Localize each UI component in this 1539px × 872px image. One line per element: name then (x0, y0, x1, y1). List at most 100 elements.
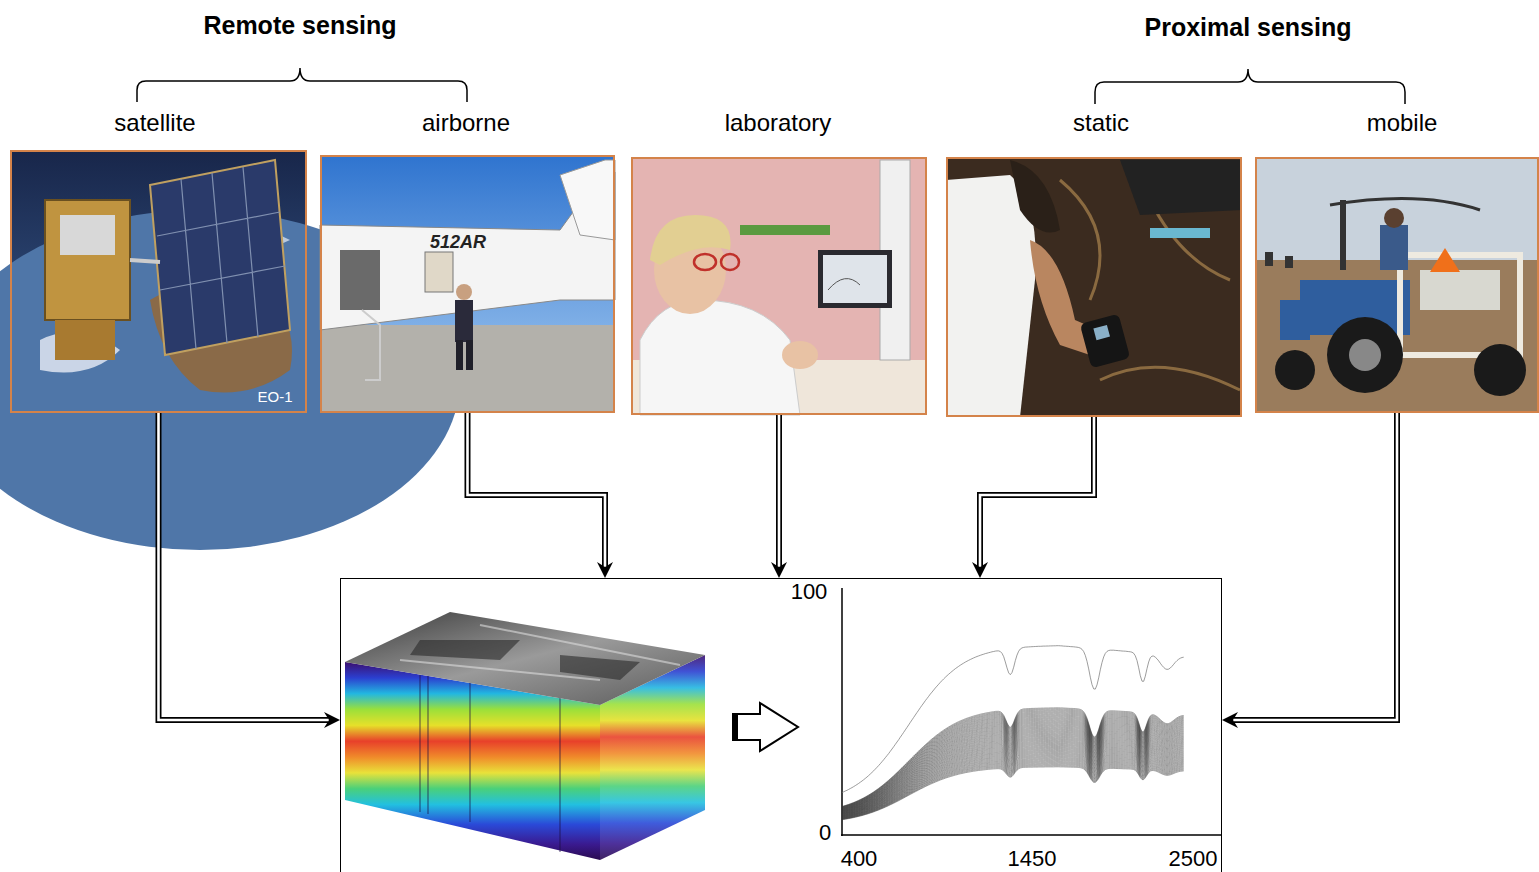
photo-frame (631, 157, 927, 415)
spectra (842, 646, 1184, 820)
airplane-photo-part (320, 155, 615, 413)
connector-outer (468, 413, 606, 566)
spectrum-line (842, 735, 1184, 812)
laboratory-photo-part (631, 157, 927, 415)
tractor-photo-part (1380, 225, 1408, 270)
tractor-photo-part (1400, 255, 1520, 355)
laboratory-photo-part (823, 255, 887, 303)
y-axis (841, 588, 843, 836)
field-sensor-photo-part (1010, 160, 1060, 233)
spectrum-line (842, 721, 1184, 809)
tractor-photo-part (1327, 317, 1403, 393)
airplane-photo-part (560, 160, 615, 240)
bracket (1095, 69, 1405, 104)
tractor-photo-part (1340, 200, 1346, 270)
arrow-head (771, 562, 787, 578)
airplane-photo-part (455, 300, 473, 342)
tractor-photo-part (1420, 270, 1500, 310)
photo-panel: satellite (10, 108, 307, 413)
hypercube-part (400, 625, 680, 680)
tractor-photo-part (1349, 339, 1381, 371)
photo-panel: static (946, 108, 1242, 417)
double-line-connector (972, 417, 1094, 578)
satellite-photo-part (55, 320, 115, 360)
tractor-photo-part (1280, 300, 1310, 340)
satellite-photo-part (45, 200, 130, 320)
connector-inner (159, 413, 329, 720)
airplane-photo-part (362, 310, 380, 380)
photo-panel: airborne (320, 108, 615, 413)
bracket (137, 68, 467, 102)
axis-tick-label: 1450 (1008, 847, 1057, 871)
field-sensor-photo-part (1080, 314, 1131, 369)
spectrum-line (842, 751, 1184, 817)
airplane-photo-part (340, 250, 380, 310)
x-axis (841, 834, 1222, 836)
photo-frame (1255, 157, 1539, 413)
spectrum-line (842, 717, 1184, 809)
spectrum-line (842, 756, 1184, 818)
spectrum-line (842, 765, 1184, 819)
arrow-heads (1222, 712, 1238, 728)
connector-outer (776, 415, 782, 566)
arrow-heads (597, 562, 613, 578)
satellite-photo-part (150, 160, 290, 355)
tractor-photo-part (1275, 350, 1315, 390)
arrow-head (324, 712, 340, 728)
satellite-photo-part (130, 260, 160, 262)
tractor-photo-part (1474, 344, 1526, 396)
airplane-photo-part (425, 252, 453, 292)
arrow-heads (324, 712, 340, 728)
field-sensor-photo-part (1150, 228, 1210, 238)
tractor-photo-part (1255, 157, 1539, 413)
hollow-arrow (733, 703, 798, 751)
spectrum-line (842, 755, 1184, 817)
photo-panel: mobile (1255, 108, 1539, 413)
connector-inner (980, 417, 1094, 566)
photo-frame (320, 155, 615, 413)
arrow-heads (771, 562, 787, 578)
tractor-photo-part (1265, 252, 1273, 266)
airplane-photo-part (456, 340, 463, 370)
field-sensor-photo-part (1093, 325, 1110, 340)
laboratory-photo-part (721, 254, 739, 270)
laboratory-photo-part (782, 341, 818, 369)
photo-panel: laboratory (631, 108, 927, 415)
hypercube (345, 612, 705, 860)
double-line-connector (468, 413, 614, 578)
result-box: 100040014502500 (340, 578, 1222, 872)
laboratory-photo-part (694, 254, 716, 270)
panel-label: laboratory (725, 108, 832, 138)
connector-inner (468, 413, 606, 566)
panel-label: static (1073, 108, 1129, 138)
photo-frame (946, 157, 1242, 417)
connector-outer (1234, 413, 1397, 720)
laboratory-photo (631, 157, 927, 415)
airplane-photo-part (456, 284, 472, 300)
panel-label: airborne (422, 108, 510, 138)
laboratory-photo-part (828, 279, 860, 290)
field-sensor-photo-part (1120, 160, 1242, 215)
laboratory-photo-part (740, 225, 830, 235)
connector-outer (980, 417, 1094, 566)
arrow-head (972, 562, 988, 578)
arrow-heads (972, 562, 988, 578)
field-sensor-photo-part (946, 157, 1242, 417)
tractor-photo-part (1330, 199, 1480, 210)
double-line-connector (771, 415, 787, 578)
double-line-connector (1222, 413, 1397, 728)
watermark: EO-1 (257, 388, 292, 406)
spectrum-line (842, 744, 1184, 814)
spectrum-line (842, 759, 1184, 818)
axis-tick-label: 2500 (1169, 847, 1218, 871)
panel-label: mobile (1367, 108, 1438, 138)
connector-inner (1234, 413, 1397, 720)
airplane-photo-part (466, 340, 473, 370)
panel-label: satellite (114, 108, 195, 138)
airplane-photo (320, 155, 615, 413)
axis-tick-label: 0 (819, 821, 831, 845)
tractor-photo (1255, 157, 1539, 413)
connector-inner (778, 415, 781, 566)
tractor-photo-part (1430, 248, 1460, 272)
field-sensor-photo (946, 157, 1242, 417)
